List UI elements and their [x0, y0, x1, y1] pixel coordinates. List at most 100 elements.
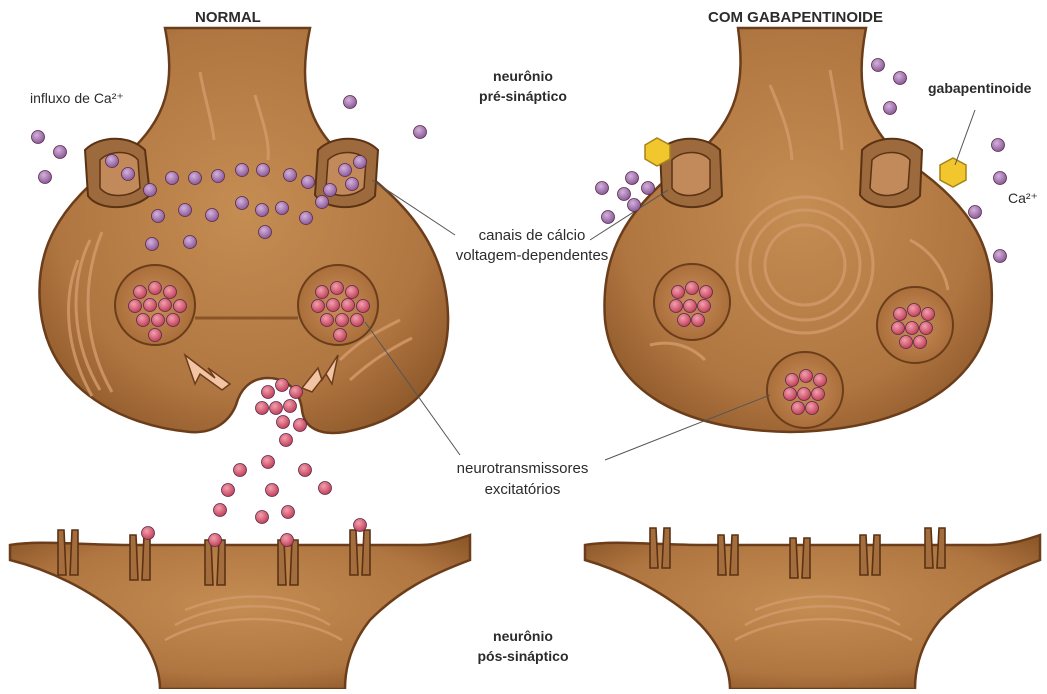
normal-postsynaptic-neuron [10, 535, 470, 689]
calcium-ion [122, 168, 135, 181]
neurotransmitter [692, 314, 705, 327]
calcium-ion [166, 172, 179, 185]
neurotransmitter [316, 286, 329, 299]
neurotransmitter [294, 419, 307, 432]
neurotransmitter [672, 286, 685, 299]
calcium-ion [302, 176, 315, 189]
calcium-ion [414, 126, 427, 139]
normal-calcium-channel-left [85, 139, 150, 207]
neurotransmitter [234, 464, 247, 477]
calcium-ion [259, 226, 272, 239]
neurotransmitter [678, 314, 691, 327]
calcium-ion [206, 209, 219, 222]
neurotransmitter [312, 300, 325, 313]
neurotransmitter [164, 286, 177, 299]
neurotransmitter [806, 402, 819, 415]
calcium-ion [316, 196, 329, 209]
neurotransmitter [281, 534, 294, 547]
neurotransmitter [784, 388, 797, 401]
neurotransmitter [351, 314, 364, 327]
calcium-ion [257, 164, 270, 177]
neurotransmitter [137, 314, 150, 327]
neurotransmitter [798, 388, 811, 401]
neurotransmitter [786, 374, 799, 387]
neurotransmitter [357, 300, 370, 313]
title-normal: NORMAL [195, 9, 261, 28]
neurotransmitter [920, 322, 933, 335]
neurotransmitter [354, 519, 367, 532]
neurotransmitter [319, 482, 332, 495]
calcium-ion [344, 96, 357, 109]
neurotransmitter [686, 282, 699, 295]
calcium-ion [884, 102, 897, 115]
neurotransmitter [270, 402, 283, 415]
label-calcium-influx: influxo de Ca²⁺ [30, 90, 124, 108]
neurotransmitter [167, 314, 180, 327]
calcium-ion [618, 188, 631, 201]
calcium-ion [626, 172, 639, 185]
label-presynaptic-1: neurônio [458, 68, 588, 86]
drug-calcium-channel-right [860, 139, 922, 207]
neurotransmitter [900, 336, 913, 349]
neurotransmitter [129, 300, 142, 313]
neurotransmitter [346, 286, 359, 299]
calcium-ion [994, 172, 1007, 185]
calcium-ion [32, 131, 45, 144]
neurotransmitter [159, 299, 172, 312]
neurotransmitter [922, 308, 935, 321]
neurotransmitter [670, 300, 683, 313]
calcium-ion [602, 211, 615, 224]
calcium-ion [992, 139, 1005, 152]
label-postsynaptic-2: pós-sináptico [458, 648, 588, 666]
calcium-ion [256, 204, 269, 217]
neurotransmitter [800, 370, 813, 383]
neurotransmitter [280, 434, 293, 447]
title-with-drug: COM GABAPENTINOIDE [708, 9, 883, 28]
label-calcium-ion: Ca²⁺ [1008, 190, 1038, 208]
neurotransmitter [262, 386, 275, 399]
label-calcium-channels-2: voltagem-dependentes [442, 247, 622, 266]
neurotransmitter [908, 304, 921, 317]
label-gabapentinoid: gabapentinoide [928, 80, 1031, 98]
calcium-ion [346, 178, 359, 191]
neurotransmitter [914, 336, 927, 349]
neurotransmitter [149, 329, 162, 342]
calcium-ion [628, 199, 641, 212]
calcium-ion [152, 210, 165, 223]
calcium-ion [284, 169, 297, 182]
label-calcium-channels-1: canais de cálcio [442, 227, 622, 246]
neurotransmitter [290, 386, 303, 399]
calcium-ion [179, 204, 192, 217]
calcium-ion [236, 164, 249, 177]
neurotransmitter [256, 511, 269, 524]
calcium-ion [236, 197, 249, 210]
neurotransmitter [209, 534, 222, 547]
neurotransmitter [327, 299, 340, 312]
neurotransmitter [277, 416, 290, 429]
neurotransmitter [334, 329, 347, 342]
neurotransmitter [812, 388, 825, 401]
neurotransmitter [814, 374, 827, 387]
neurotransmitter [266, 484, 279, 497]
calcium-ion [894, 72, 907, 85]
neurotransmitter [144, 299, 157, 312]
neurotransmitter [142, 527, 155, 540]
calcium-ion [324, 184, 337, 197]
neurotransmitter [262, 456, 275, 469]
calcium-ion [106, 155, 119, 168]
gabapentinoid-molecule-left [645, 138, 670, 166]
calcium-ion [354, 156, 367, 169]
gabapentinoid-molecule-right [940, 158, 966, 187]
neurotransmitter [906, 322, 919, 335]
neurotransmitter [284, 400, 297, 413]
neurotransmitter [282, 506, 295, 519]
calcium-ion [146, 238, 159, 251]
calcium-ion [189, 172, 202, 185]
calcium-ion [300, 212, 313, 225]
calcium-ion [54, 146, 67, 159]
neurotransmitter [700, 286, 713, 299]
neurotransmitter [299, 464, 312, 477]
neurotransmitter [331, 282, 344, 295]
neurotransmitter [214, 504, 227, 517]
